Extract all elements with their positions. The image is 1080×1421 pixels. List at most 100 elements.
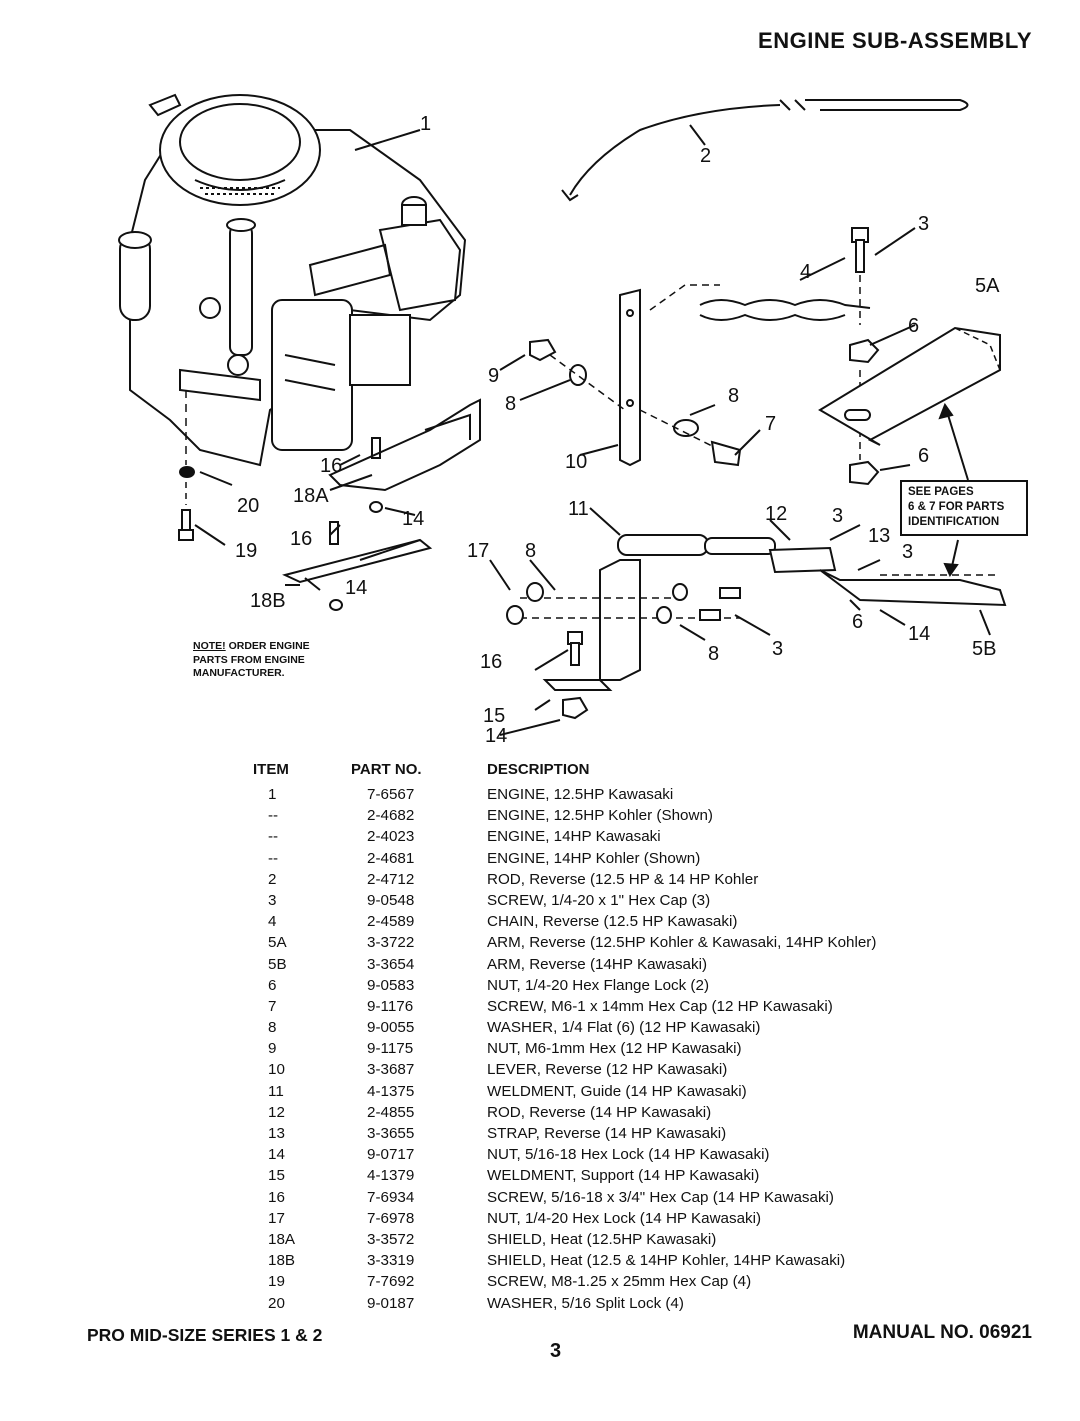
note-lead: NOTE! xyxy=(193,640,226,652)
see-pages-box: SEE PAGES 6 & 7 FOR PARTS IDENTIFICATION xyxy=(900,480,1028,536)
table-row: 15 4-1379 WELDMENT, Support (14 HP Kawasak… xyxy=(245,1165,1005,1186)
row-part-no: 7-7692 xyxy=(367,1273,415,1291)
row-description: WASHER, 1/4 Flat (6) (12 HP Kawasaki) xyxy=(487,1019,761,1037)
row-description: STRAP, Reverse (14 HP Kawasaki) xyxy=(487,1125,727,1142)
row-item: 19 xyxy=(268,1273,285,1291)
row-description: SHIELD, Heat (12.5HP Kawasaki) xyxy=(487,1230,717,1248)
callout-4: 4 xyxy=(800,261,811,283)
exploded-parts-diagram: 1 2 3 4 5A 6 9 8 8 7 10 6 16 20 18A 14 1… xyxy=(0,70,1080,750)
engine-order-note: NOTE! ORDER ENGINE PARTS FROM ENGINE MAN… xyxy=(193,640,310,681)
row-item: 6 xyxy=(268,976,277,994)
row-part-no: 3-3319 xyxy=(367,1252,415,1270)
callout-5b: 5B xyxy=(972,638,996,660)
row-item: 7 xyxy=(268,997,277,1015)
callout-14: 14 xyxy=(402,508,424,530)
row-part-no: 3-3687 xyxy=(367,1061,415,1079)
callout-1: 1 xyxy=(420,113,431,135)
callout-7: 7 xyxy=(765,413,776,435)
row-item: 10 xyxy=(268,1061,285,1079)
row-part-no: 9-1176 xyxy=(367,997,414,1015)
callout-6c: 6 xyxy=(852,611,863,633)
row-part-no: 3-3655 xyxy=(367,1125,415,1142)
callout-3b: 3 xyxy=(832,505,843,527)
row-part-no: 2-4589 xyxy=(367,913,415,931)
table-row: 14 9-0717 NUT, 5/16-18 Hex Lock (14 HP Kaw… xyxy=(245,1144,1005,1165)
callout-15: 15 xyxy=(483,705,505,727)
row-description: SCREW, 5/16-18 x 3/4" Hex Cap (14 HP Kaw… xyxy=(487,1188,834,1206)
callout-18b: 18B xyxy=(250,590,286,612)
row-description: ROD, Reverse (12.5 HP & 14 HP Kohler xyxy=(487,870,759,888)
callout-6: 6 xyxy=(908,315,919,337)
callout-8d: 8 xyxy=(708,643,719,665)
row-item: 17 xyxy=(268,1209,285,1227)
callout-16: 16 xyxy=(320,455,342,477)
callout-16c: 16 xyxy=(480,651,502,673)
callout-11: 11 xyxy=(568,498,589,520)
row-part-no: 2-4682 xyxy=(367,807,415,825)
callout-16b: 16 xyxy=(290,528,312,550)
row-item: 1 xyxy=(268,786,277,803)
row-item: 18A xyxy=(268,1230,296,1248)
row-description: NUT, 5/16-18 Hex Lock (14 HP Kawasaki) xyxy=(487,1146,770,1164)
row-description: ENGINE, 12.5HP Kohler (Shown) xyxy=(487,807,713,825)
row-part-no: 4-1375 xyxy=(367,1082,415,1100)
header-description: DESCRIPTION xyxy=(487,760,590,778)
note-line-2: PARTS FROM ENGINE xyxy=(193,653,305,666)
callout-12: 12 xyxy=(765,503,787,525)
row-part-no: 3-3722 xyxy=(367,934,415,952)
row-part-no: 2-4855 xyxy=(367,1103,415,1121)
row-part-no: 4-1379 xyxy=(367,1167,415,1185)
row-part-no: 9-0548 xyxy=(367,891,415,909)
row-item: 14 xyxy=(268,1146,285,1164)
callout-5a: 5A xyxy=(975,275,1000,297)
row-item: 5B xyxy=(268,955,287,973)
row-part-no: 7-6978 xyxy=(367,1209,415,1227)
engine-illustration xyxy=(118,93,467,467)
row-part-no: 9-0583 xyxy=(367,976,415,994)
row-part-no: 7-6934 xyxy=(367,1188,415,1206)
row-part-no: 3-3572 xyxy=(367,1230,415,1248)
row-item: 3 xyxy=(268,891,277,909)
row-item: 5A xyxy=(268,934,287,952)
row-description: WELDMENT, Guide (14 HP Kawasaki) xyxy=(487,1082,747,1100)
manual-number: MANUAL NO. 06921 xyxy=(852,1322,1032,1343)
row-item: 12 xyxy=(268,1103,285,1121)
callout-20: 20 xyxy=(237,495,259,517)
row-item: 8 xyxy=(268,1019,277,1037)
row-description: WASHER, 5/16 Split Lock (4) xyxy=(487,1294,684,1312)
row-item: -- xyxy=(268,849,279,867)
row-description: NUT, 1/4-20 Hex Flange Lock (2) xyxy=(487,976,709,994)
table-row: 11 4-1375 WELDMENT, Guide (14 HP Kawasaki) xyxy=(245,1081,1005,1102)
row-item: 11 xyxy=(268,1082,284,1100)
row-description: LEVER, Reverse (12 HP Kawasaki) xyxy=(487,1061,728,1079)
see-box-line-2: 6 & 7 FOR PARTS xyxy=(908,501,1005,513)
row-description: CHAIN, Reverse (12.5 HP Kawasaki) xyxy=(487,913,738,931)
row-description: SHIELD, Heat (12.5 & 14HP Kohler, 14HP K… xyxy=(487,1252,846,1270)
row-part-no: 2-4681 xyxy=(367,849,415,867)
see-box-line-3: IDENTIFICATION xyxy=(908,516,1000,528)
table-row: 10 3-3687 LEVER, Reverse (12 HP Kawasaki) xyxy=(245,1059,1005,1080)
row-part-no: 2-4712 xyxy=(367,870,415,888)
row-description: WELDMENT, Support (14 HP Kawasaki) xyxy=(487,1167,760,1185)
callout-17: 17 xyxy=(467,540,489,562)
row-item: 15 xyxy=(268,1167,285,1185)
header-part-no: PART NO. xyxy=(351,760,422,778)
row-part-no: 9-0717 xyxy=(367,1146,415,1164)
page-number: 3 xyxy=(550,1340,562,1362)
row-description: ARM, Reverse (14HP Kawasaki) xyxy=(487,955,708,973)
callout-2: 2 xyxy=(700,145,711,167)
callout-3d: 3 xyxy=(772,638,783,660)
note-line-3: MANUFACTURER. xyxy=(193,667,285,679)
